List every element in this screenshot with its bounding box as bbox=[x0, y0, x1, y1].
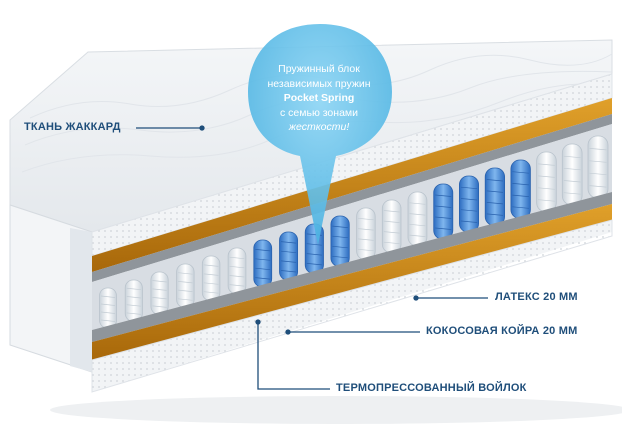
spring-pocket-white bbox=[228, 248, 246, 294]
spring-pocket-white bbox=[562, 144, 582, 205]
leader-latex-dot bbox=[414, 296, 418, 300]
spring-pocket-white bbox=[588, 136, 608, 198]
spring-pocket-white bbox=[177, 264, 195, 308]
spring-pocket-blue bbox=[459, 176, 478, 232]
label-felt: ТЕРМОПРЕССОВАННЫЙ ВОЙЛОК bbox=[336, 382, 527, 394]
mattress-edge-strip bbox=[70, 228, 92, 372]
floor-shadow bbox=[50, 396, 622, 424]
leader-fabric-dot bbox=[200, 126, 204, 130]
label-coir: КОКОСОВАЯ КОЙРА 20 ММ bbox=[426, 325, 577, 337]
spring-pocket-white bbox=[125, 280, 142, 321]
spring-pocket-white bbox=[100, 288, 117, 328]
spring-pocket-white bbox=[382, 200, 401, 253]
callout-text: Пружинный блок независимых пружин Pocket… bbox=[255, 62, 383, 135]
spring-pocket-blue bbox=[434, 184, 453, 239]
callout-line-2: независимых пружин bbox=[255, 77, 383, 92]
callout-line-3: Pocket Spring bbox=[255, 91, 383, 106]
spring-pocket-white bbox=[202, 256, 220, 301]
spring-pocket-blue bbox=[331, 216, 349, 266]
callout-line-5: жесткости! bbox=[255, 120, 383, 135]
callout-line-4: с семью зонами bbox=[255, 106, 383, 121]
spring-pocket-blue bbox=[485, 168, 504, 225]
spring-pocket-white bbox=[151, 272, 168, 314]
spring-pocket-white bbox=[408, 192, 427, 246]
leader-felt-dot bbox=[256, 320, 260, 324]
label-fabric: ТКАНЬ ЖАККАРД bbox=[24, 121, 121, 133]
callout-line-1: Пружинный блок bbox=[255, 62, 383, 77]
spring-pocket-blue bbox=[511, 160, 531, 219]
leader-coir-dot bbox=[286, 330, 290, 334]
spring-pocket-blue bbox=[280, 232, 298, 280]
spring-pocket-blue bbox=[305, 224, 323, 273]
spring-pocket-white bbox=[537, 152, 557, 212]
spring-pocket-blue bbox=[254, 240, 272, 287]
label-latex: ЛАТЕКС 20 ММ bbox=[495, 291, 578, 303]
spring-pocket-white bbox=[357, 208, 376, 260]
